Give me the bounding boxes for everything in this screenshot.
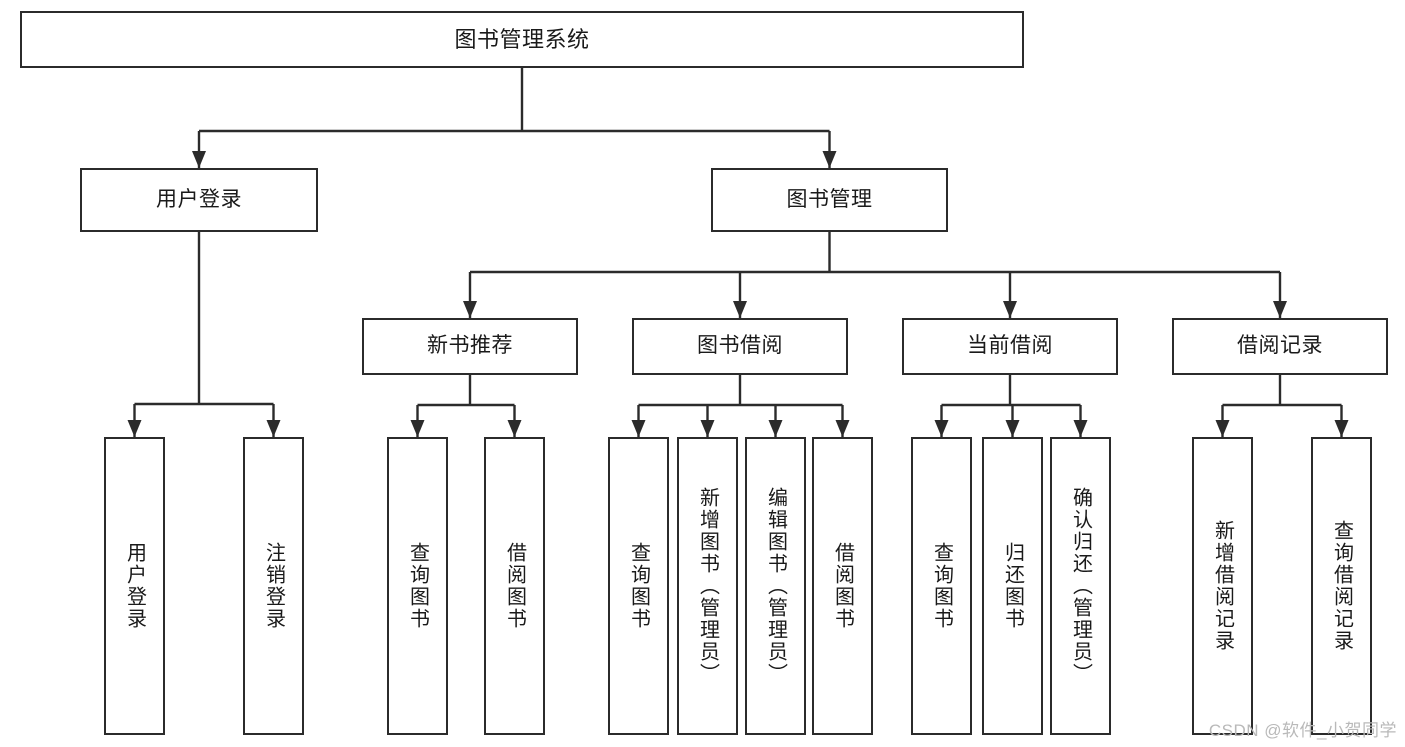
node-root[interactable]: 图书管理系统: [20, 11, 1024, 68]
arrow-head-icon: [1273, 301, 1287, 318]
arrow-head-icon: [507, 420, 522, 437]
node-leaf-bb-edit[interactable]: 编辑图书（管理员）: [745, 437, 806, 735]
node-label: 确认归还（管理员）: [1069, 487, 1092, 685]
node-leaf-user-logout[interactable]: 注销登录: [243, 437, 304, 735]
node-label: 编辑图书（管理员）: [764, 487, 787, 685]
node-label: 查询借阅记录: [1330, 520, 1353, 652]
node-book-manage[interactable]: 图书管理: [711, 168, 948, 232]
node-label: 借阅图书: [831, 542, 854, 630]
node-label: 查询图书: [627, 542, 650, 630]
arrow-head-icon: [463, 301, 477, 318]
node-new-book-rec[interactable]: 新书推荐: [362, 318, 578, 375]
node-label: 新增借阅记录: [1211, 520, 1234, 652]
node-user-login[interactable]: 用户登录: [80, 168, 318, 232]
arrow-head-icon: [1215, 420, 1230, 437]
node-label: 查询图书: [930, 542, 953, 630]
node-leaf-cb-query[interactable]: 查询图书: [911, 437, 972, 735]
node-leaf-bb-add[interactable]: 新增图书（管理员）: [677, 437, 738, 735]
node-leaf-br-query[interactable]: 查询借阅记录: [1311, 437, 1372, 735]
node-leaf-rec-borrow[interactable]: 借阅图书: [484, 437, 545, 735]
node-label: 查询图书: [406, 542, 429, 630]
node-leaf-rec-query[interactable]: 查询图书: [387, 437, 448, 735]
arrow-head-icon: [631, 420, 646, 437]
node-label: 用户登录: [156, 187, 242, 211]
arrow-head-icon: [1334, 420, 1349, 437]
arrow-head-icon: [1005, 420, 1020, 437]
node-label: 图书管理系统: [454, 26, 590, 52]
node-book-borrow[interactable]: 图书借阅: [632, 318, 848, 375]
node-label: 图书借阅: [697, 334, 783, 358]
node-leaf-cb-return[interactable]: 归还图书: [982, 437, 1043, 735]
arrow-head-icon: [822, 151, 837, 168]
arrow-head-icon: [127, 420, 142, 437]
watermark: CSDN @软件_小贺同学: [1208, 721, 1397, 740]
node-leaf-user-login[interactable]: 用户登录: [104, 437, 165, 735]
node-label: 归还图书: [1001, 542, 1024, 630]
node-borrow-record[interactable]: 借阅记录: [1172, 318, 1388, 375]
arrow-head-icon: [1073, 420, 1088, 437]
arrow-head-icon: [266, 420, 281, 437]
arrow-head-icon: [835, 420, 850, 437]
arrow-head-icon: [700, 420, 715, 437]
node-label: 当前借阅: [967, 334, 1053, 358]
node-current-borrow[interactable]: 当前借阅: [902, 318, 1118, 375]
node-label: 新书推荐: [427, 334, 513, 358]
arrow-head-icon: [192, 151, 206, 168]
node-label: 借阅记录: [1237, 334, 1323, 358]
arrow-head-icon: [733, 301, 747, 318]
node-label: 注销登录: [262, 542, 285, 630]
node-leaf-br-add[interactable]: 新增借阅记录: [1192, 437, 1253, 735]
node-label: 图书管理: [786, 187, 873, 211]
arrow-head-icon: [768, 420, 783, 437]
node-leaf-bb-borrow[interactable]: 借阅图书: [812, 437, 873, 735]
node-label: 用户登录: [123, 542, 146, 630]
arrow-head-icon: [410, 420, 425, 437]
node-leaf-bb-query[interactable]: 查询图书: [608, 437, 669, 735]
node-label: 新增图书（管理员）: [696, 487, 719, 685]
node-leaf-cb-confirm[interactable]: 确认归还（管理员）: [1050, 437, 1111, 735]
arrow-head-icon: [1003, 301, 1017, 318]
node-label: 借阅图书: [503, 542, 526, 630]
arrow-head-icon: [934, 420, 949, 437]
